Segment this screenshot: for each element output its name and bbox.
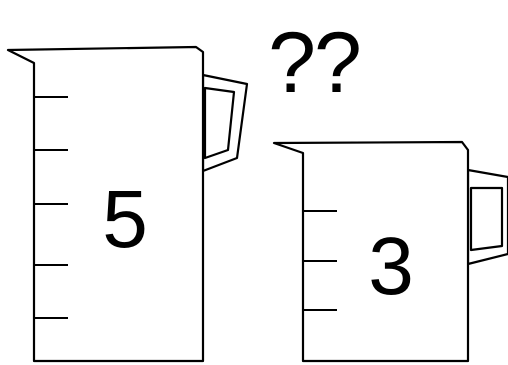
- large-jug-handle: [203, 75, 247, 171]
- large-jug: 5: [8, 47, 247, 361]
- question-marks: ??: [268, 15, 360, 111]
- large-jug-capacity-label: 5: [102, 174, 148, 265]
- small-jug-capacity-label: 3: [368, 221, 414, 312]
- small-jug-handle: [468, 170, 508, 264]
- small-jug: 3: [274, 142, 508, 361]
